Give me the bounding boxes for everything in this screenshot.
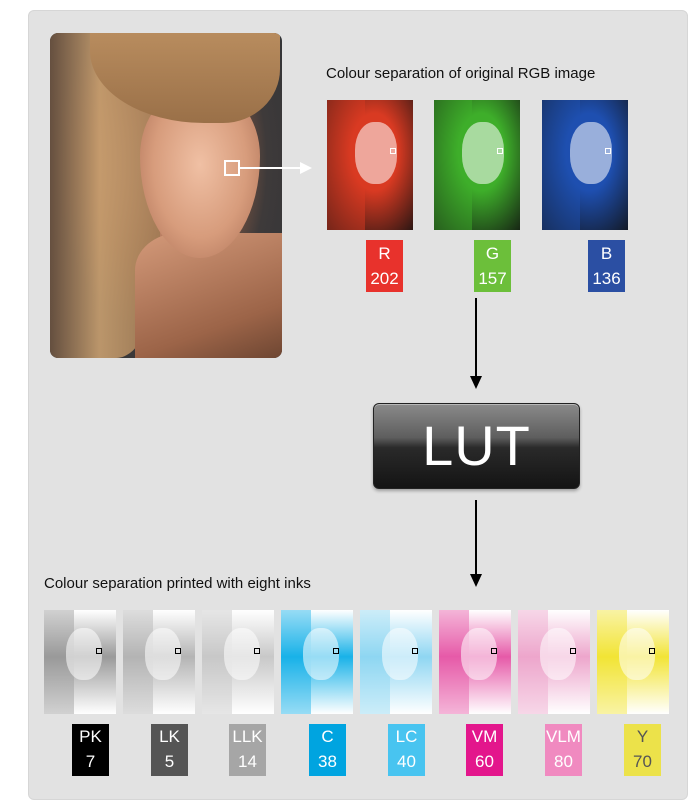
blue-value-badge: B 136 (588, 240, 625, 292)
thumb-face (619, 628, 655, 680)
pixel-marker-icon (254, 648, 260, 654)
original-portrait-image (50, 33, 282, 358)
pixel-marker-icon (491, 648, 497, 654)
ink-label: LK (151, 724, 188, 749)
ink-value: 80 (545, 749, 582, 774)
ink-label: LC (388, 724, 425, 749)
red-value-badge: R 202 (366, 240, 403, 292)
thumb-face (224, 628, 260, 680)
green-value-badge: G 157 (474, 240, 511, 292)
thumb-face (145, 628, 181, 680)
green-channel-thumbnail (434, 100, 520, 230)
ink-label: VM (466, 724, 503, 749)
ink-label: Y (624, 724, 661, 749)
ink-thumbnail-pk (44, 610, 116, 714)
ink-thumbnail-lk (123, 610, 195, 714)
thumb-face (66, 628, 102, 680)
thumb-face (461, 628, 497, 680)
ink-thumbnail-vlm (518, 610, 590, 714)
ink-label: C (309, 724, 346, 749)
arrow-down-line (475, 298, 477, 378)
ink-value: 7 (72, 749, 109, 774)
ink-value-badge-pk: PK 7 (72, 724, 109, 776)
pixel-marker-icon (570, 648, 576, 654)
ink-thumbnail-vm (439, 610, 511, 714)
pixel-marker-icon (649, 648, 655, 654)
ink-value: 14 (229, 749, 266, 774)
lut-label: LUT (422, 413, 531, 478)
arrow-right-line (240, 167, 302, 169)
ink-value-badge-lc: LC 40 (388, 724, 425, 776)
pixel-marker-icon (96, 648, 102, 654)
arrow-down-icon (470, 376, 482, 389)
channel-value: 202 (366, 266, 403, 291)
pixel-marker-icon (390, 148, 396, 154)
ink-value: 40 (388, 749, 425, 774)
ink-thumbnail-c (281, 610, 353, 714)
thumb-face (540, 628, 576, 680)
pixel-marker-icon (175, 648, 181, 654)
red-channel-thumbnail (327, 100, 413, 230)
channel-label: G (474, 240, 511, 266)
channel-label: B (588, 240, 625, 266)
ink-value-badge-vm: VM 60 (466, 724, 503, 776)
ink-value-badge-c: C 38 (309, 724, 346, 776)
pixel-marker-icon (497, 148, 503, 154)
arrow-down-line (475, 500, 477, 576)
ink-value-badge-vlm: VLM 80 (545, 724, 582, 776)
ink-value-badge-llk: LLK 14 (229, 724, 266, 776)
ink-label: PK (72, 724, 109, 749)
ink-value-badge-y: Y 70 (624, 724, 661, 776)
ink-value: 38 (309, 749, 346, 774)
channel-value: 157 (474, 266, 511, 291)
pixel-marker-icon (412, 648, 418, 654)
ink-value: 60 (466, 749, 503, 774)
ink-value: 5 (151, 749, 188, 774)
ink-value: 70 (624, 749, 661, 774)
arrow-right-icon (300, 162, 312, 174)
ink-value-badge-lk: LK 5 (151, 724, 188, 776)
ink-section-title: Colour separation printed with eight ink… (44, 575, 311, 592)
ink-thumbnail-llk (202, 610, 274, 714)
arrow-down-icon (470, 574, 482, 587)
channel-value: 136 (588, 266, 625, 291)
ink-label: VLM (545, 724, 582, 749)
lut-block: LUT (373, 403, 580, 489)
pixel-selection-box (224, 160, 240, 176)
pixel-marker-icon (333, 648, 339, 654)
pixel-marker-icon (605, 148, 611, 154)
thumb-face (303, 628, 339, 680)
blue-channel-thumbnail (542, 100, 628, 230)
rgb-section-title: Colour separation of original RGB image (326, 65, 595, 82)
thumb-face (382, 628, 418, 680)
ink-label: LLK (229, 724, 266, 749)
ink-thumbnail-y (597, 610, 669, 714)
channel-label: R (366, 240, 403, 266)
ink-thumbnail-lc (360, 610, 432, 714)
